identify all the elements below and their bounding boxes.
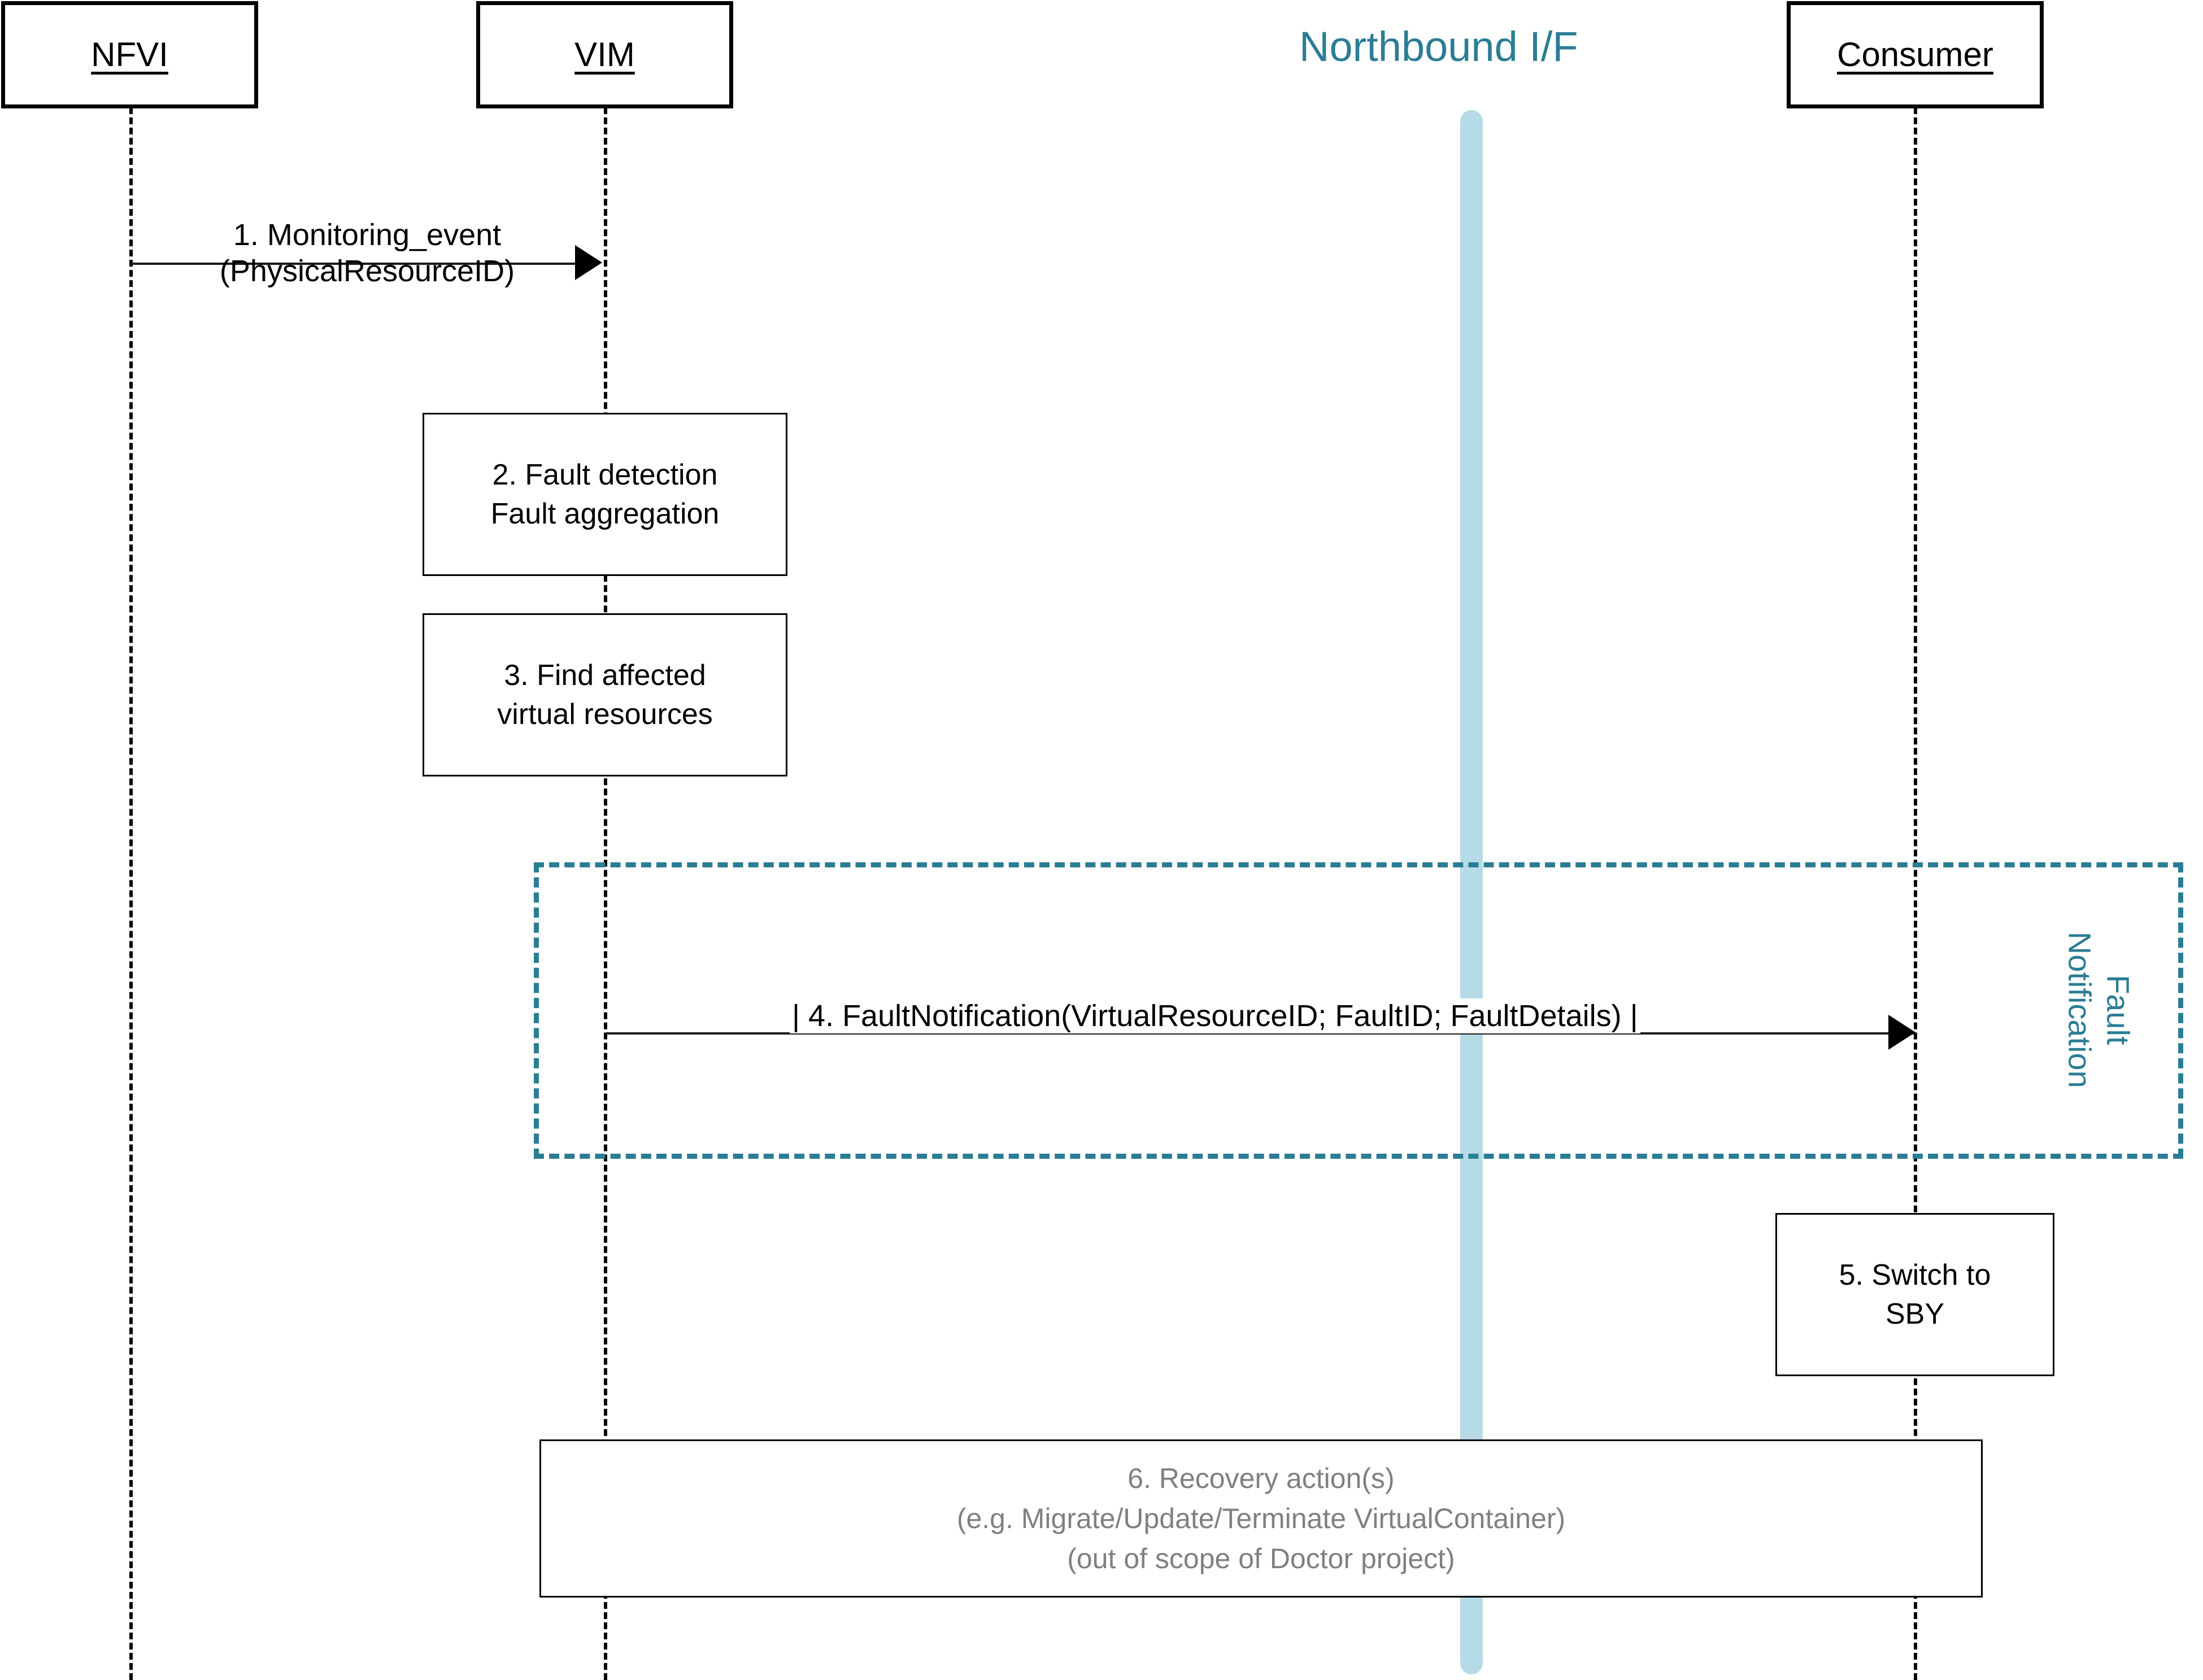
message-1-label: 1. Monitoring_event (PhysicalResourceID) — [169, 217, 565, 289]
northbound-interface-title: Northbound I/F — [1299, 23, 1578, 70]
fault-notification-fragment — [534, 862, 2183, 1159]
fault-notification-fragment-label: Fault Notification — [2060, 863, 2137, 1157]
action-box-switch-to-sby[interactable]: 5. Switch to SBY — [1775, 1213, 2054, 1376]
lifeline-nfvi — [129, 107, 133, 1680]
northbound-interface-bar — [1460, 110, 1483, 1674]
action-box-2-line1: 2. Fault detection — [492, 458, 718, 491]
message-1-line — [131, 263, 598, 265]
action-box-3-line1: 3. Find affected — [504, 658, 706, 692]
action-box-5-line2: SBY — [1885, 1297, 1945, 1330]
recovery-line1: 6. Recovery action(s) — [1127, 1462, 1395, 1494]
recovery-line3: (out of scope of Doctor project) — [1067, 1542, 1455, 1574]
fragment-label-line1: Fault — [2100, 975, 2136, 1045]
lifeline-vim — [604, 107, 607, 1680]
message-4-arrowhead — [1888, 1015, 1915, 1050]
lifeline-consumer — [1914, 107, 1917, 1680]
actor-box-consumer[interactable]: Consumer — [1787, 1, 2044, 108]
message-1-arrowhead — [575, 245, 602, 280]
recovery-line2: (e.g. Migrate/Update/Terminate VirtualCo… — [956, 1502, 1566, 1534]
action-box-2-line2: Fault aggregation — [490, 497, 720, 530]
actor-box-vim[interactable]: VIM — [476, 1, 733, 108]
action-box-5-line1: 5. Switch to — [1839, 1258, 1991, 1291]
message-1-label-line2: (PhysicalResourceID) — [219, 254, 515, 288]
actor-label-consumer: Consumer — [1837, 36, 1993, 73]
actor-box-nfvi[interactable]: NFVI — [1, 1, 258, 108]
action-box-find-affected-resources[interactable]: 3. Find affected virtual resources — [423, 613, 787, 776]
recovery-actions-box[interactable]: 6. Recovery action(s) (e.g. Migrate/Upda… — [539, 1439, 1983, 1598]
action-box-3-line2: virtual resources — [497, 697, 713, 731]
actor-label-vim: VIM — [574, 36, 635, 73]
message-4-label: | 4. FaultNotification(VirtualResourceID… — [790, 998, 1640, 1033]
action-box-fault-detection[interactable]: 2. Fault detection Fault aggregation — [423, 413, 787, 576]
message-4-line — [606, 1032, 1916, 1035]
actor-label-nfvi: NFVI — [91, 36, 168, 73]
message-1-label-line1: 1. Monitoring_event — [233, 218, 502, 252]
fragment-label-line2: Notification — [2062, 931, 2097, 1088]
